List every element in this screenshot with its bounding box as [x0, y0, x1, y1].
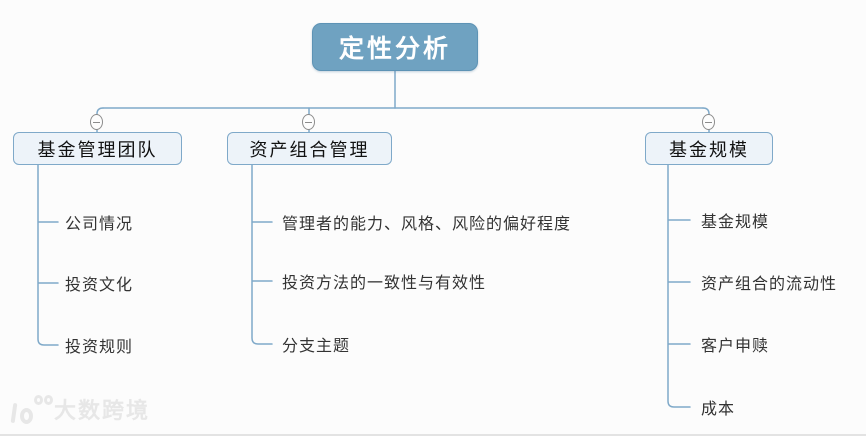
child-topic[interactable]: 投资文化: [65, 277, 134, 294]
watermark: 大数跨境: [10, 393, 150, 425]
child-topic[interactable]: 投资规则: [65, 339, 134, 356]
branch-node-fund-size[interactable]: 基金规模: [645, 132, 773, 165]
branch-0-tree-line: [37, 164, 59, 346]
child-topic[interactable]: 管理者的能力、风格、风险的偏好程度: [282, 216, 572, 233]
child-topic[interactable]: 资产组合的流动性: [701, 276, 838, 293]
collapse-minus-icon[interactable]: [90, 114, 103, 130]
branch-node-fund-management-team[interactable]: 基金管理团队: [13, 132, 182, 165]
child-topic[interactable]: 客户申赎: [701, 338, 770, 355]
child-topic[interactable]: 基金规模: [701, 214, 770, 231]
child-topic[interactable]: 分支主题: [282, 338, 351, 355]
child-topic[interactable]: 成本: [701, 401, 736, 418]
branch-2-tree-line: [667, 164, 691, 408]
ten-to-hundred-logo-icon: [10, 393, 54, 425]
branch-node-portfolio-management[interactable]: 资产组合管理: [227, 132, 392, 165]
root-node[interactable]: 定性分析: [312, 23, 478, 71]
branch-1-tree-line: [251, 164, 273, 345]
child-topic[interactable]: 投资方法的一致性与有效性: [282, 275, 487, 292]
collapse-minus-icon[interactable]: [302, 114, 315, 130]
child-topic[interactable]: 公司情况: [65, 216, 134, 233]
collapse-minus-icon[interactable]: [702, 114, 715, 130]
watermark-brand-text: 大数跨境: [54, 398, 151, 423]
